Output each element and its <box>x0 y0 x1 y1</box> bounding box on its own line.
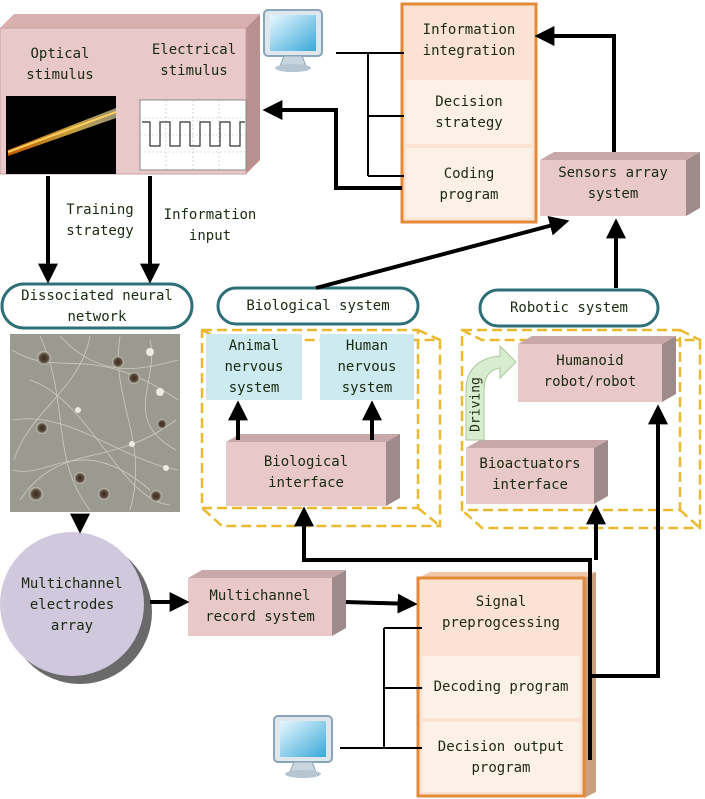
robotic-system-pill-label: Robotic system <box>509 300 628 316</box>
bioactuators-interface-box <box>466 440 608 504</box>
electrical-stimulus-image <box>139 99 247 171</box>
driving-arrow <box>465 344 517 441</box>
animal-nervous-box <box>206 334 302 400</box>
robotic-system-frame <box>460 328 702 530</box>
decoding-panel <box>416 572 596 798</box>
neural-culture-image <box>10 334 180 512</box>
decision-strategy-label: Decision strategy <box>435 94 503 131</box>
robotic-system-pill-shape <box>478 288 660 328</box>
arrow-record-to-signal <box>345 593 418 614</box>
biological-system-pill-label: Biological system <box>246 298 390 314</box>
electrical-stimulus-label: Electrical stimulus <box>151 42 237 79</box>
information-integration-label: Information integration <box>422 22 516 59</box>
electrodes-array-shape <box>0 532 152 684</box>
arrow-biological-to-sensors <box>315 216 570 290</box>
sensors-box <box>540 152 700 216</box>
arrow-output-to-humanoid <box>590 404 668 678</box>
human-nervous-box <box>320 334 414 400</box>
signal-preprocessing-label: Signal preprogcessing <box>441 594 560 631</box>
information-input-label: Information input <box>163 207 257 244</box>
coding-program-label: Coding program <box>439 166 499 203</box>
humanoid-robot-box <box>518 336 676 402</box>
electrodes-array-label: Multichannel electrodes array <box>21 576 123 634</box>
biological-interface-label: Biological interface <box>263 454 349 491</box>
arrow-coding-to-stimulus <box>262 100 402 190</box>
optical-stimulus-image <box>6 96 117 174</box>
coding-connectors <box>336 52 404 177</box>
decoding-connectors <box>340 627 422 749</box>
decoding-program-label: Decoding program <box>433 679 569 695</box>
human-nervous-label: Human nervous system <box>337 338 397 396</box>
coding-panel <box>400 2 538 224</box>
driving-label: Driving <box>468 377 484 432</box>
optical-stimulus-label: Optical stimulus <box>26 46 94 83</box>
animal-nervous-label: Animal nervous system <box>224 338 284 396</box>
monitor-icon-bottom <box>273 715 333 778</box>
biological-interface-box <box>226 434 400 506</box>
training-strategy-label: Training strategy <box>66 202 134 239</box>
sensors-array-label: Sensors array system <box>558 165 668 202</box>
monitor-icon-top <box>263 9 323 72</box>
arrow-output-to-bio-interface <box>294 506 592 760</box>
record-system-label: Multichannel record system <box>205 588 315 625</box>
arrow-sensors-to-integration <box>534 26 616 152</box>
humanoid-robot-label: Humanoid robot/robot <box>543 353 637 390</box>
bioactuators-label: Bioactuators interface <box>479 456 581 493</box>
neural-network-pill-shape <box>0 282 194 330</box>
record-system-box <box>188 570 346 636</box>
neural-network-pill-label: Dissociated neural network <box>21 288 173 325</box>
decision-output-label: Decision output program <box>437 739 565 776</box>
